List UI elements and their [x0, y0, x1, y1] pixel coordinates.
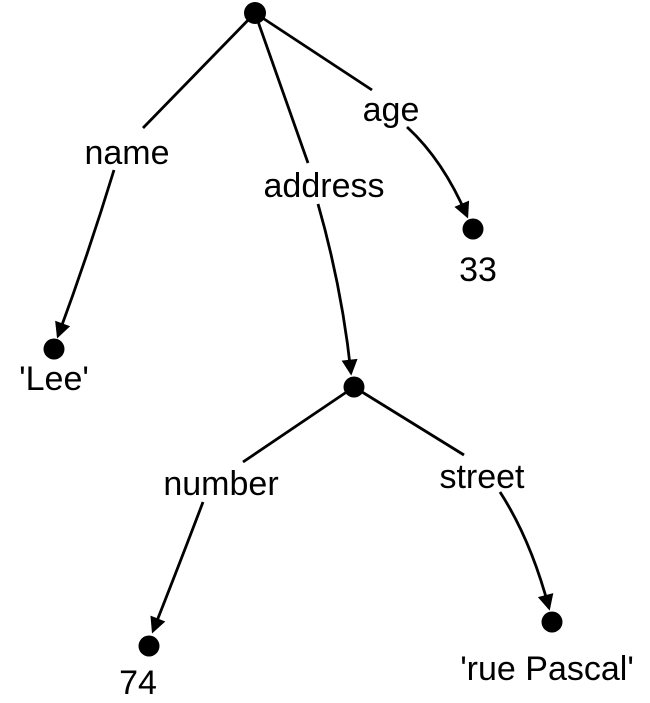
edge-root-to-age-label-line	[254, 11, 373, 92]
street-leaf-node-dot	[541, 611, 563, 633]
leaf-value-lee: 'Lee'	[19, 360, 89, 398]
edge-address-to-number-label-line	[242, 385, 355, 464]
edge-name-arrow	[55, 169, 116, 339]
edge-number-arrow	[150, 501, 205, 634]
edge-label-age: age	[363, 91, 420, 129]
address-node-dot	[343, 376, 365, 398]
edge-label-address: address	[264, 167, 385, 205]
edge-label-street: street	[439, 458, 525, 496]
edge-address-arrow	[316, 203, 358, 376]
edge-label-name: name	[84, 134, 169, 172]
number-leaf-node-dot	[138, 635, 160, 657]
name-leaf-node-dot	[43, 338, 65, 360]
leaf-value-rue-pascal: 'rue Pascal'	[460, 650, 634, 688]
edge-root-to-name-label-line	[141, 12, 257, 129]
edge-root-to-address-label-line	[253, 12, 310, 164]
age-leaf-node-dot	[462, 218, 484, 240]
edge-age-arrow	[406, 125, 470, 219]
edge-address-to-street-label-line	[353, 385, 465, 457]
edge-street-arrow	[498, 491, 554, 611]
leaf-value-74: 74	[119, 664, 157, 702]
edge-label-number: number	[163, 465, 278, 503]
leaf-value-33: 33	[459, 251, 497, 289]
root-node-dot	[244, 2, 266, 24]
